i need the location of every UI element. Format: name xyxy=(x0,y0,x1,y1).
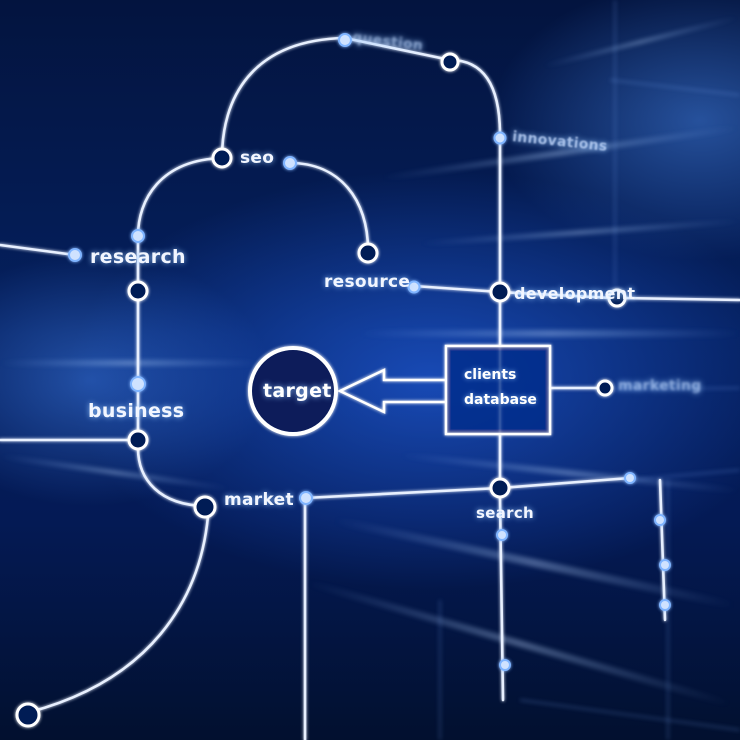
node-business xyxy=(127,429,149,451)
arrow xyxy=(336,367,446,415)
clients-database-box xyxy=(444,344,552,436)
label-research: research xyxy=(90,246,186,268)
ring-nodes xyxy=(15,52,627,728)
node-resource-end xyxy=(357,242,379,264)
node-marketing xyxy=(596,379,614,397)
target-circle xyxy=(248,346,338,436)
node-development-right xyxy=(607,288,627,308)
label-resource: resource xyxy=(324,272,411,292)
label-target: target xyxy=(263,380,332,402)
label-business: business xyxy=(88,400,185,422)
node-search xyxy=(489,477,511,499)
label-development: development xyxy=(514,284,636,303)
node-research-lower xyxy=(127,280,149,302)
node-seo xyxy=(211,147,233,169)
label-market: market xyxy=(224,490,294,510)
node-market xyxy=(193,495,217,519)
label-search: search xyxy=(476,504,534,522)
light-streaks xyxy=(0,15,740,708)
label-marketing: marketing xyxy=(618,378,702,394)
dot-nodes xyxy=(68,33,671,671)
label-seo: seo xyxy=(240,148,275,168)
node-question xyxy=(440,52,460,72)
label-database: database xyxy=(464,392,537,408)
label-clients: clients xyxy=(464,367,517,383)
node-development xyxy=(489,281,511,303)
node-bottom-left xyxy=(15,702,41,728)
